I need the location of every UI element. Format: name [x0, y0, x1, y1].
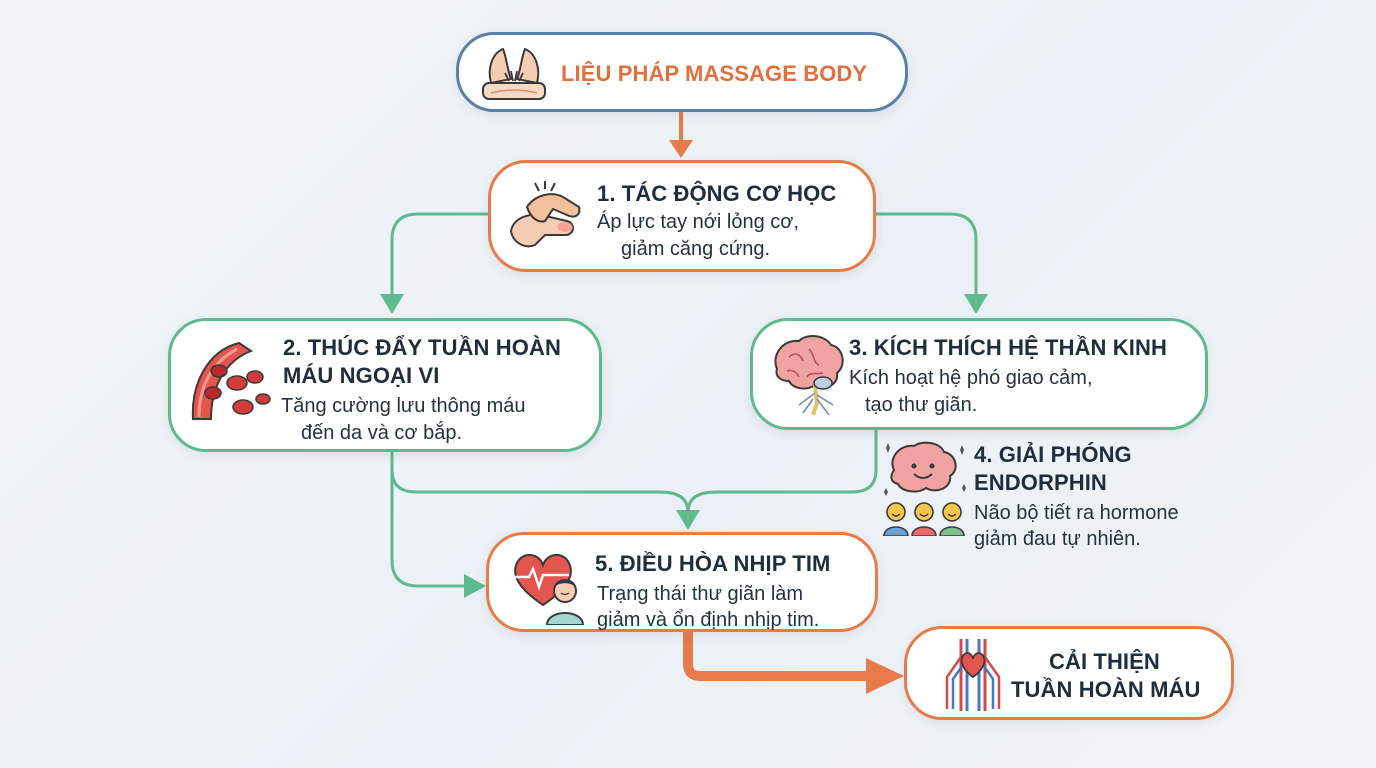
root-title: LIỆU PHÁP MASSAGE BODY [561, 61, 868, 86]
node-1-title: 1. TÁC ĐỘNG CƠ HỌC [597, 181, 837, 206]
edge-2-to-5-merge [390, 452, 690, 513]
node-3-title: 3. KÍCH THÍCH HỆ THẦN KINH [849, 335, 1167, 360]
edge-merge-head [676, 510, 700, 530]
blood-vessel-icon [191, 341, 271, 420]
node-peripheral-circulation[interactable]: 2. THÚC ĐẨY TUẦN HOÀN MÁU NGOẠI VI Tăng … [168, 318, 602, 452]
happy-brain-people-icon [883, 441, 966, 536]
edge-1-to-2-head [380, 294, 404, 314]
edge-1-to-3 [876, 212, 978, 296]
node-5-desc-2: giảm và ổn định nhịp tim. [597, 609, 820, 631]
edge-3-to-5-merge [686, 430, 878, 513]
node-1-desc-1: Áp lực tay nới lỏng cơ, [597, 211, 799, 233]
node-endorphin-release[interactable]: 4. GIẢI PHÓNG ENDORPHIN Não bộ tiết ra h… [880, 438, 1240, 558]
node-massage-therapy[interactable]: LIỆU PHÁP MASSAGE BODY [456, 32, 908, 112]
edge-5-to-result [683, 632, 872, 681]
node-2-title-2: MÁU NGOẠI VI [283, 363, 440, 388]
node-1-desc-2: giảm căng cứng. [621, 238, 771, 260]
node-3-desc-1: Kích hoạt hệ phó giao cảm, [849, 367, 1093, 389]
brain-nerve-icon [774, 335, 844, 416]
circulatory-system-icon [945, 639, 1001, 711]
heart-person-icon [514, 554, 585, 625]
edge-5-to-result-head [866, 658, 904, 694]
massage-hands-icon [482, 47, 546, 100]
node-4-desc-2: giảm đau tự nhiên. [974, 528, 1141, 550]
node-5-title: 5. ĐIỀU HÒA NHỊP TIM [595, 551, 831, 576]
node-2-desc-1: Tăng cường lưu thông máu [281, 395, 526, 417]
node-4-desc-1: Não bộ tiết ra hormone [974, 502, 1179, 524]
result-title-1: CẢI THIỆN [1049, 649, 1160, 674]
edge-2-to-5-side [390, 470, 466, 588]
node-improved-circulation[interactable]: CẢI THIỆN TUẦN HOÀN MÁU [904, 626, 1234, 720]
result-title-2: TUẦN HOÀN MÁU [1011, 677, 1201, 702]
edge-1-to-3-head [964, 294, 988, 314]
node-2-desc-2: đến da và cơ bắp. [301, 422, 463, 444]
edge-2-to-5-side-head [464, 574, 486, 598]
node-3-desc-2: tạo thư giãn. [865, 394, 978, 416]
edge-1-to-2 [390, 212, 488, 296]
node-nervous-system[interactable]: 3. KÍCH THÍCH HỆ THẦN KINH Kích hoạt hệ … [750, 318, 1208, 430]
node-2-title-1: 2. THÚC ĐẨY TUẦN HOÀN [283, 335, 561, 360]
hand-pressure-icon [509, 181, 581, 248]
node-5-desc-1: Trạng thái thư giãn làm [597, 583, 804, 605]
node-4-title-2: ENDORPHIN [974, 470, 1107, 495]
node-4-title-1: 4. GIẢI PHÓNG [974, 442, 1132, 467]
node-mechanical-action[interactable]: 1. TÁC ĐỘNG CƠ HỌC Áp lực tay nới lỏng c… [488, 160, 876, 272]
node-heart-rate[interactable]: 5. ĐIỀU HÒA NHỊP TIM Trạng thái thư giãn… [486, 532, 878, 632]
edge-root-to-1-head [669, 140, 693, 158]
